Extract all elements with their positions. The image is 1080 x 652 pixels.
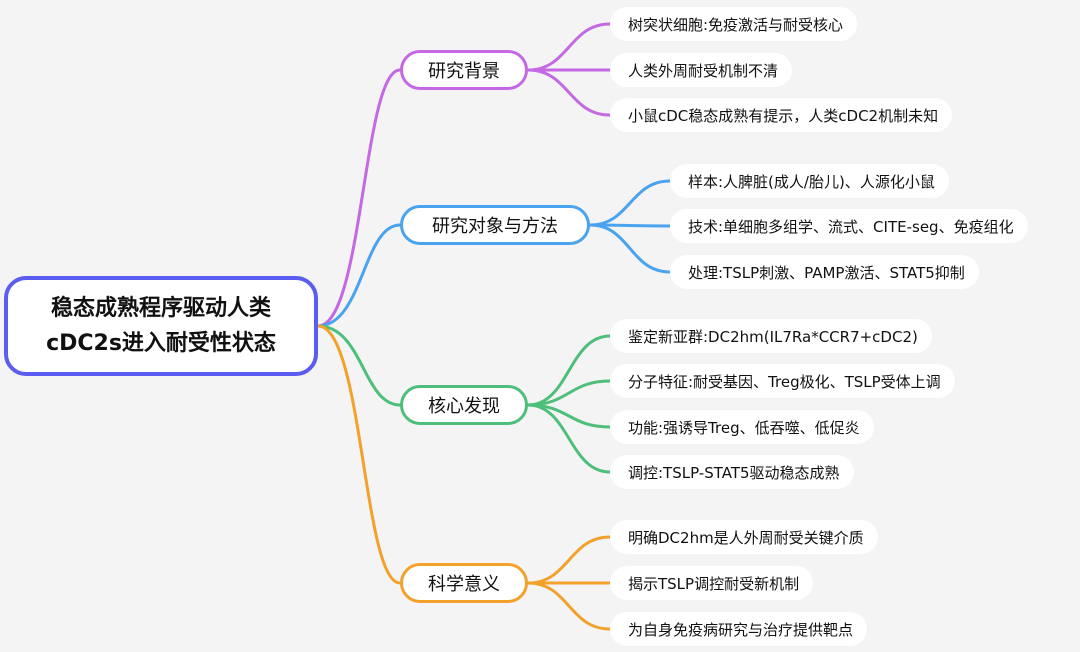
branch-significance-label: 科学意义 — [428, 574, 500, 595]
leaf-text: 小鼠cDC稳态成熟有提示，人类cDC2机制未知 — [628, 106, 939, 125]
leaf-text: 技术:单细胞多组学、流式、CITE-seg、免疫组化 — [688, 217, 1014, 236]
branch-background-label: 研究背景 — [428, 61, 500, 82]
leaf-significance-1: 明确DC2hm是人外周耐受关键介质 — [610, 520, 878, 554]
leaf-methods-2: 技术:单细胞多组学、流式、CITE-seg、免疫组化 — [670, 209, 1028, 243]
leaf-methods-1: 样本:人脾脏(成人/胎儿)、人源化小鼠 — [670, 164, 949, 198]
branch-leaf-connector — [526, 581, 612, 631]
branch-background: 研究背景 — [400, 50, 528, 90]
leaf-text: 鉴定新亚群:DC2hm(IL7Ra*CCR7+cDC2) — [628, 327, 918, 346]
leaf-significance-3: 为自身免疫病研究与治疗提供靶点 — [610, 612, 868, 646]
leaf-methods-3: 处理:TSLP刺激、PAMP激活、STAT5抑制 — [670, 255, 979, 289]
root-title-line1: 稳态成熟程序驱动人类 — [50, 296, 271, 321]
leaf-significance-2: 揭示TSLP调控耐受新机制 — [610, 566, 814, 600]
root-node: 稳态成熟程序驱动人类 cDC2s进入耐受性状态 — [4, 276, 318, 376]
root-title-line2: cDC2s进入耐受性状态 — [46, 331, 276, 356]
branch-findings: 核心发现 — [400, 385, 528, 425]
branch-leaf-connector — [526, 535, 612, 585]
leaf-findings-1: 鉴定新亚群:DC2hm(IL7Ra*CCR7+cDC2) — [610, 319, 932, 353]
leaf-background-2: 人类外周耐受机制不清 — [610, 53, 793, 87]
leaf-text: 树突状细胞:免疫激活与耐受核心 — [628, 15, 844, 34]
leaf-text: 揭示TSLP调控耐受新机制 — [628, 574, 800, 593]
root-branch-connector — [316, 324, 402, 585]
branch-leaf-connector — [588, 223, 672, 274]
leaf-text: 为自身免疫病研究与治疗提供靶点 — [628, 620, 854, 639]
branch-findings-label: 核心发现 — [428, 396, 500, 417]
leaf-text: 处理:TSLP刺激、PAMP激活、STAT5抑制 — [688, 263, 965, 282]
leaf-text: 人类外周耐受机制不清 — [628, 61, 779, 80]
branch-leaf-connector — [526, 22, 612, 72]
leaf-text: 样本:人脾脏(成人/胎儿)、人源化小鼠 — [688, 172, 935, 191]
leaf-text: 调控:TSLP-STAT5驱动稳态成熟 — [628, 463, 840, 482]
leaf-findings-4: 调控:TSLP-STAT5驱动稳态成熟 — [610, 455, 854, 489]
root-branch-connector — [316, 223, 402, 328]
leaf-findings-3: 功能:强诱导Treg、低吞噬、低促炎 — [610, 410, 874, 444]
leaf-text: 明确DC2hm是人外周耐受关键介质 — [628, 528, 864, 547]
leaf-text: 功能:强诱导Treg、低吞噬、低促炎 — [628, 418, 860, 437]
branch-methods: 研究对象与方法 — [400, 205, 590, 245]
leaf-text: 分子特征:耐受基因、Treg极化、TSLP受体上调 — [628, 372, 941, 391]
leaf-background-1: 树突状细胞:免疫激活与耐受核心 — [610, 7, 858, 41]
branch-leaf-connector — [526, 68, 612, 117]
branch-leaf-connector — [526, 403, 612, 474]
leaf-findings-2: 分子特征:耐受基因、Treg极化、TSLP受体上调 — [610, 364, 955, 398]
root-branch-connector — [316, 68, 402, 328]
leaf-background-3: 小鼠cDC稳态成熟有提示，人类cDC2机制未知 — [610, 98, 953, 132]
branch-significance: 科学意义 — [400, 563, 528, 603]
branch-methods-label: 研究对象与方法 — [432, 216, 558, 237]
branch-leaf-connector — [588, 179, 672, 227]
branch-leaf-connector — [526, 334, 612, 407]
root-branch-connector — [316, 324, 402, 407]
